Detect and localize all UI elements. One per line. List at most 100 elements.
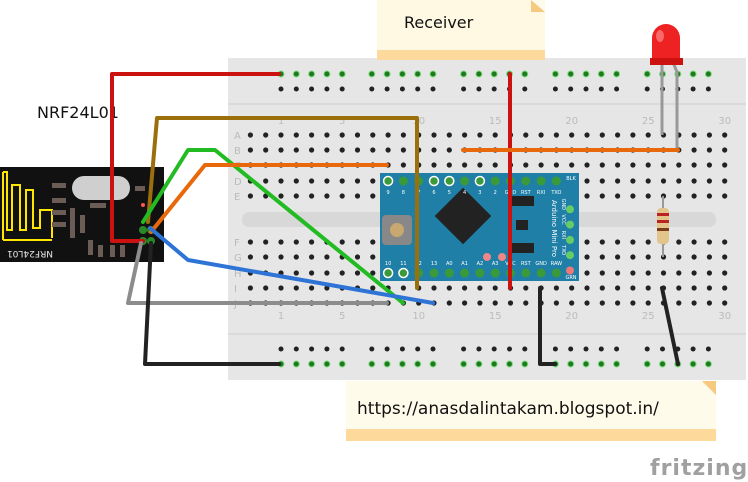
breadboard-hole[interactable]: [599, 178, 605, 184]
rail-hole[interactable]: [430, 361, 436, 367]
breadboard-hole[interactable]: [584, 285, 590, 291]
rail-hole[interactable]: [293, 86, 299, 92]
rail-hole[interactable]: [278, 86, 284, 92]
breadboard-hole[interactable]: [630, 285, 636, 291]
breadboard-hole[interactable]: [584, 270, 590, 276]
breadboard-hole[interactable]: [247, 147, 253, 153]
rail-hole[interactable]: [309, 346, 315, 352]
breadboard-hole[interactable]: [247, 254, 253, 260]
breadboard-hole[interactable]: [722, 147, 728, 153]
breadboard-hole[interactable]: [309, 147, 315, 153]
breadboard-hole[interactable]: [293, 285, 299, 291]
breadboard-hole[interactable]: [354, 239, 361, 245]
rail-hole[interactable]: [568, 361, 574, 367]
wire-blue[interactable]: [148, 226, 435, 305]
breadboard-hole[interactable]: [370, 254, 376, 260]
wire-orange[interactable]: [149, 163, 389, 234]
breadboard-hole[interactable]: [523, 132, 529, 138]
breadboard-hole[interactable]: [569, 300, 575, 306]
breadboard-hole[interactable]: [431, 147, 437, 153]
breadboard-hole[interactable]: [370, 193, 376, 199]
breadboard-hole[interactable]: [706, 300, 713, 306]
breadboard-hole[interactable]: [446, 285, 452, 291]
rail-hole[interactable]: [324, 346, 330, 352]
rail-hole[interactable]: [399, 346, 405, 352]
breadboard-hole[interactable]: [370, 178, 376, 184]
arduino-side-pin[interactable]: [566, 251, 574, 260]
arduino-side-pin[interactable]: [566, 220, 574, 229]
breadboard-hole[interactable]: [599, 300, 605, 306]
rail-hole[interactable]: [614, 361, 620, 367]
breadboard-hole[interactable]: [676, 162, 682, 168]
rail-hole[interactable]: [384, 361, 390, 367]
breadboard-hole[interactable]: [446, 162, 452, 168]
rail-hole[interactable]: [583, 71, 589, 77]
breadboard-hole[interactable]: [263, 147, 269, 153]
breadboard-hole[interactable]: [385, 132, 391, 138]
breadboard-hole[interactable]: [645, 270, 651, 276]
rail-hole[interactable]: [614, 71, 620, 77]
rail-hole[interactable]: [309, 86, 315, 92]
rail-hole[interactable]: [384, 71, 390, 77]
rail-hole[interactable]: [491, 71, 497, 77]
breadboard-hole[interactable]: [370, 147, 376, 153]
breadboard-hole[interactable]: [309, 178, 315, 184]
breadboard-hole[interactable]: [599, 270, 605, 276]
breadboard-hole[interactable]: [553, 162, 560, 168]
breadboard-hole[interactable]: [660, 162, 667, 168]
breadboard-hole[interactable]: [615, 132, 621, 138]
breadboard-hole[interactable]: [584, 300, 590, 306]
breadboard-hole[interactable]: [431, 285, 437, 291]
arduino-pin[interactable]: [474, 175, 486, 187]
breadboard-hole[interactable]: [247, 239, 253, 245]
breadboard-hole[interactable]: [645, 193, 651, 199]
rail-hole[interactable]: [522, 346, 528, 352]
breadboard-hole[interactable]: [462, 300, 468, 306]
breadboard-hole[interactable]: [676, 285, 682, 291]
breadboard-hole[interactable]: [722, 132, 728, 138]
breadboard-hole[interactable]: [553, 300, 560, 306]
rail-hole[interactable]: [339, 361, 345, 367]
breadboard-hole[interactable]: [247, 132, 253, 138]
breadboard-hole[interactable]: [400, 132, 406, 138]
breadboard-hole[interactable]: [446, 300, 452, 306]
breadboard-hole[interactable]: [293, 254, 299, 260]
breadboard-hole[interactable]: [278, 132, 284, 138]
breadboard-hole[interactable]: [492, 132, 498, 138]
rail-hole[interactable]: [309, 71, 315, 77]
breadboard-hole[interactable]: [706, 178, 713, 184]
breadboard-hole[interactable]: [691, 270, 697, 276]
breadboard-hole[interactable]: [676, 178, 682, 184]
arduino-pin[interactable]: [536, 268, 546, 278]
rail-hole[interactable]: [476, 86, 482, 92]
rail-hole[interactable]: [369, 346, 375, 352]
arduino-pin[interactable]: [460, 176, 470, 186]
rail-hole[interactable]: [399, 361, 405, 367]
breadboard-hole[interactable]: [615, 239, 621, 245]
arduino-pin[interactable]: [490, 176, 500, 186]
rail-hole[interactable]: [369, 86, 375, 92]
rail-hole[interactable]: [660, 361, 665, 367]
breadboard-hole[interactable]: [676, 300, 682, 306]
arduino-pin[interactable]: [551, 176, 561, 186]
rail-hole[interactable]: [705, 86, 711, 92]
breadboard-hole[interactable]: [324, 193, 330, 199]
breadboard-hole[interactable]: [507, 300, 514, 306]
rail-hole[interactable]: [598, 71, 604, 77]
breadboard-hole[interactable]: [722, 162, 728, 168]
breadboard-hole[interactable]: [630, 239, 636, 245]
breadboard-hole[interactable]: [278, 254, 284, 260]
wire-gray[interactable]: [126, 241, 389, 305]
rail-hole[interactable]: [598, 86, 604, 92]
breadboard-hole[interactable]: [247, 193, 253, 199]
breadboard-hole[interactable]: [309, 239, 315, 245]
breadboard-hole[interactable]: [645, 132, 651, 138]
rail-hole[interactable]: [690, 71, 696, 77]
breadboard-hole[interactable]: [462, 285, 468, 291]
breadboard-hole[interactable]: [722, 300, 728, 306]
breadboard-hole[interactable]: [400, 147, 406, 153]
breadboard-hole[interactable]: [354, 193, 361, 199]
rail-hole[interactable]: [415, 86, 421, 92]
breadboard-hole[interactable]: [584, 178, 590, 184]
breadboard-hole[interactable]: [354, 147, 361, 153]
